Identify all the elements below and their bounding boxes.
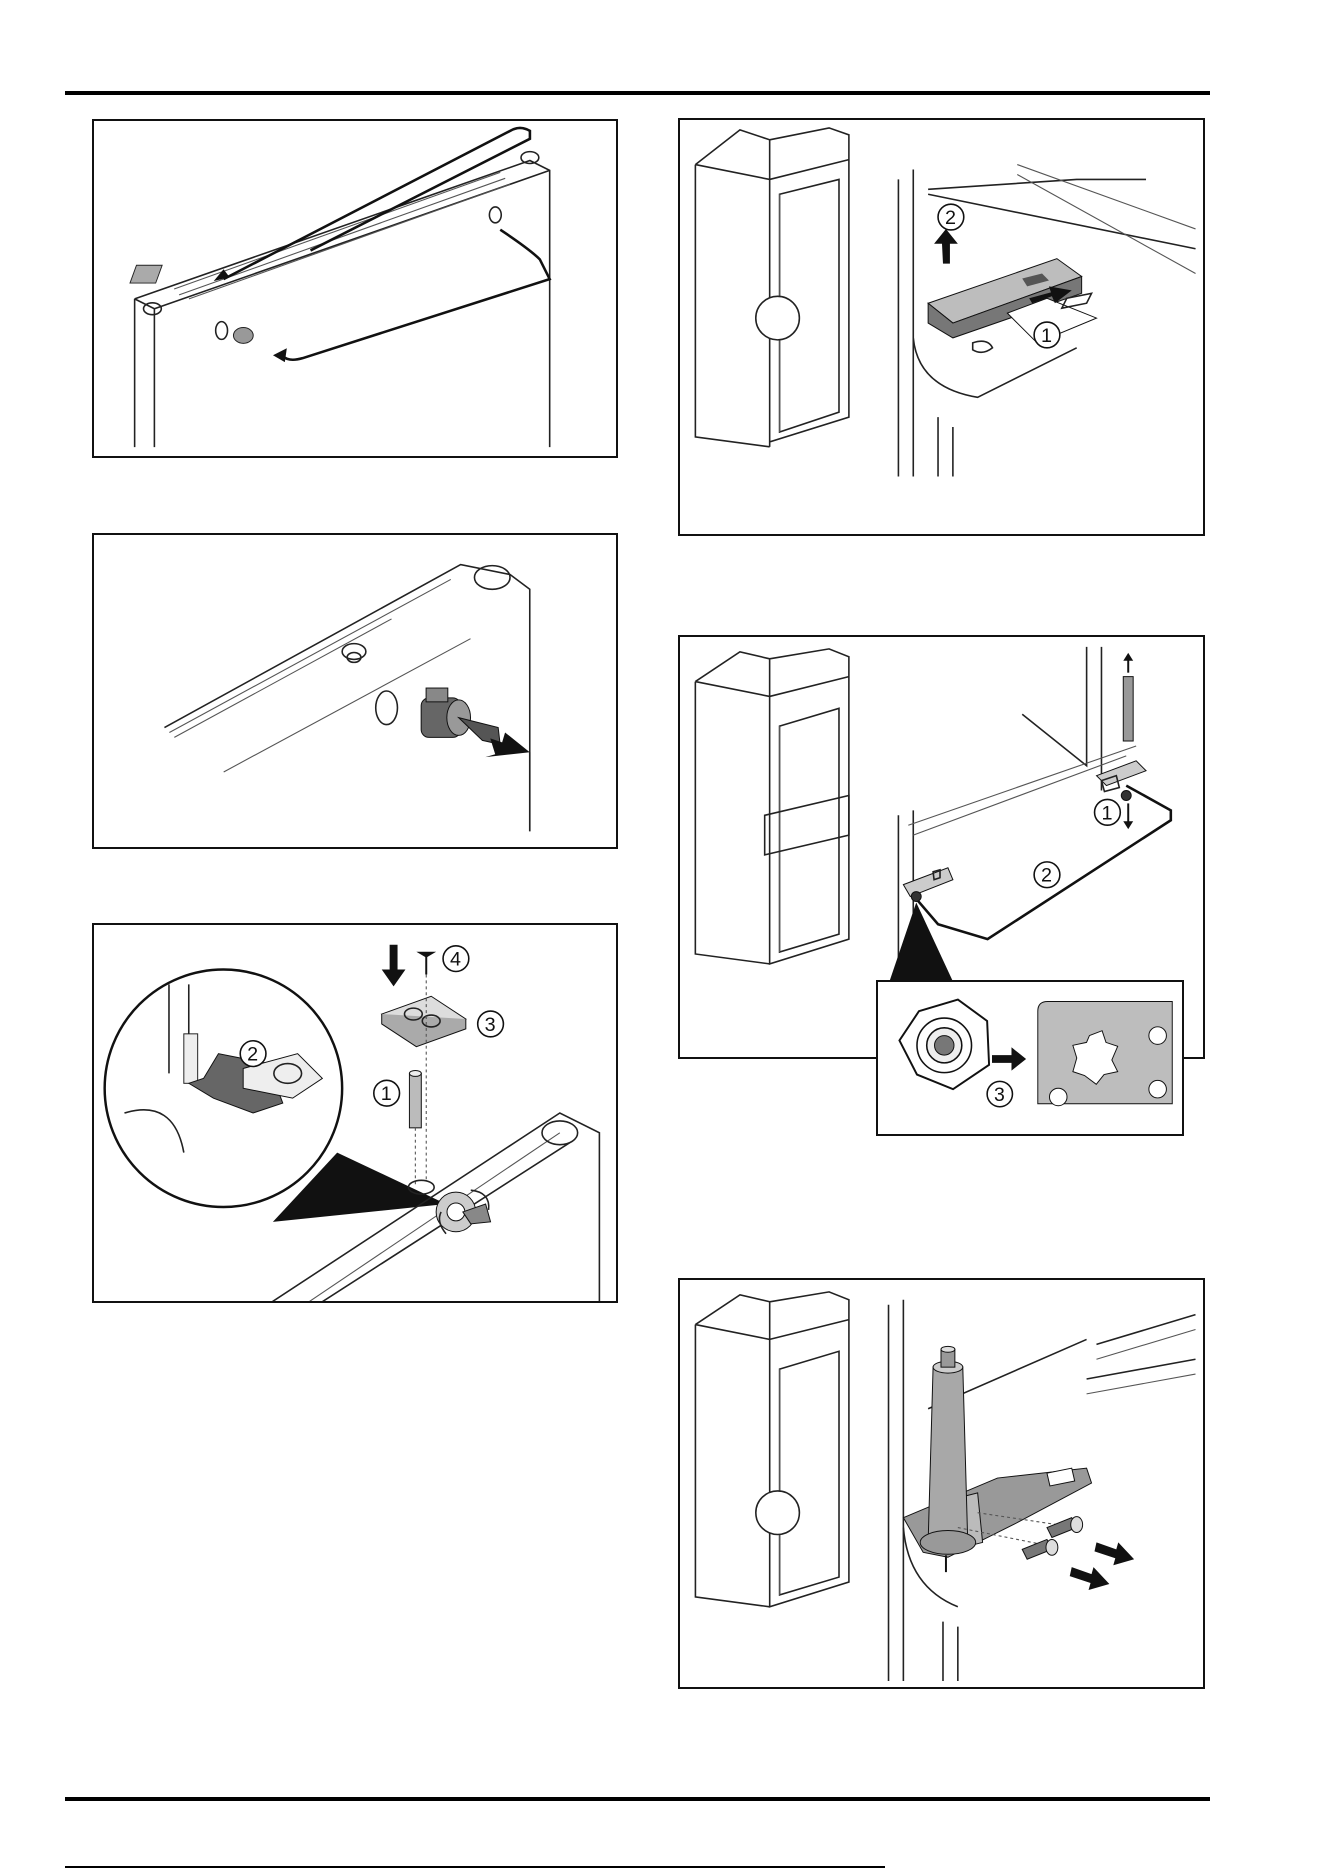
- footer-thin-rule: [65, 1866, 885, 1868]
- figure-hinge-screws-illustration: [680, 1280, 1203, 1687]
- figure-pin-plate-installation: 2 1 3 4: [92, 923, 618, 1303]
- arrow-up-icon: [934, 229, 958, 264]
- label-2: 2: [945, 207, 956, 229]
- lock-cylinder-icon: [421, 688, 500, 744]
- label-1: 1: [1101, 802, 1112, 824]
- label-3: 3: [485, 1014, 496, 1036]
- figure-hinge-detail-illustration: 3: [878, 982, 1182, 1134]
- label-4: 4: [450, 949, 461, 971]
- label-2: 2: [1041, 865, 1052, 887]
- screw-icon: [1022, 1539, 1058, 1559]
- figure-key-insertion: [92, 533, 618, 849]
- label-1: 1: [1041, 325, 1052, 347]
- figure-top-cover-removal: [92, 119, 618, 458]
- label-3: 3: [994, 1084, 1005, 1106]
- figure-rail-removal-illustration: 2 1: [680, 120, 1203, 534]
- arrow-right-icon: [1094, 1542, 1134, 1565]
- figure-top-cover-illustration: [94, 121, 616, 456]
- figure-hinge-detail-inset: 3: [876, 980, 1184, 1136]
- arrow-right-icon: [1070, 1567, 1110, 1590]
- figure-hinge-screws-removal: [678, 1278, 1205, 1689]
- label-2: 2: [247, 1044, 258, 1066]
- figure-key-insertion-illustration: [94, 535, 616, 847]
- figure-pin-plate-illustration: 2 1 3 4: [94, 925, 616, 1301]
- label-1: 1: [381, 1083, 392, 1105]
- plate-keyhole-icon: [1038, 1001, 1172, 1105]
- arrow-right-icon: [992, 1047, 1026, 1070]
- header-rule: [65, 91, 1210, 95]
- figure-rail-removal: 2 1: [678, 118, 1205, 536]
- footer-rule: [65, 1797, 1210, 1801]
- screw-icon: [1047, 1517, 1083, 1538]
- nut-icon: [899, 1000, 989, 1090]
